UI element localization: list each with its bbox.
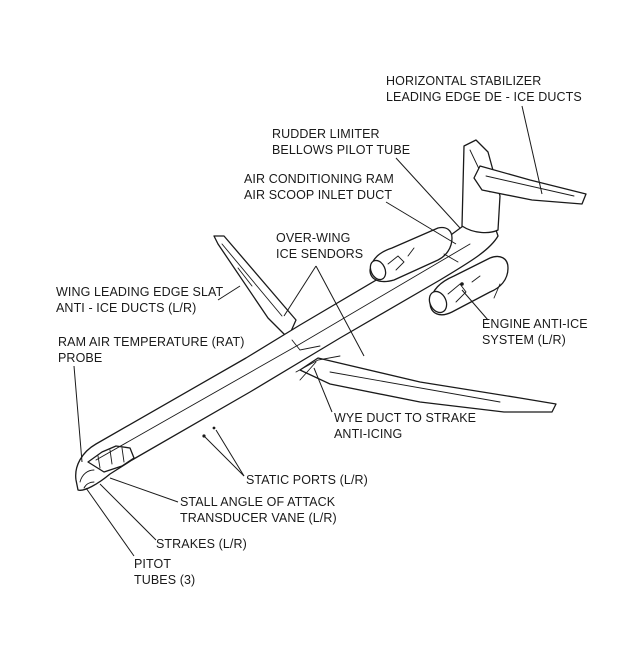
label-wing-slat: WING LEADING EDGE SLAT ANTI - ICE DUCTS … — [56, 285, 227, 315]
nose-cone — [79, 469, 95, 483]
fuselage — [75, 215, 499, 491]
right-wing — [299, 357, 557, 413]
label-static-ports: STATIC PORTS (L/R) — [246, 473, 368, 487]
label-rat-probe: RAM AIR TEMPERATURE (RAT) PROBE — [58, 335, 248, 365]
label-strakes: STRAKES (L/R) — [156, 537, 247, 551]
left-engine — [369, 226, 453, 283]
left-wing — [213, 235, 297, 339]
label-over-wing: OVER-WING ICE SENDORS — [276, 231, 363, 261]
label-pitot-tubes: PITOT TUBES (3) — [134, 557, 195, 587]
cockpit-windows — [87, 445, 135, 473]
right-engine — [428, 255, 509, 316]
leader-lines — [73, 105, 543, 557]
label-engine-anti-ice: ENGINE ANTI-ICE SYSTEM (L/R) — [482, 317, 591, 347]
label-stall-aoa: STALL ANGLE OF ATTACK TRANSDUCER VANE (L… — [180, 495, 339, 525]
label-hstab: HORIZONTAL STABILIZER LEADING EDGE DE - … — [386, 74, 582, 104]
label-rudder-limiter: RUDDER LIMITER BELLOWS PILOT TUBE — [272, 127, 410, 157]
label-air-conditioning: AIR CONDITIONING RAM AIR SCOOP INLET DUC… — [244, 172, 398, 202]
label-wye-duct: WYE DUCT TO STRAKE ANTI-ICING — [334, 411, 480, 441]
labels: HORIZONTAL STABILIZER LEADING EDGE DE - … — [56, 74, 591, 587]
aircraft-drawing — [75, 139, 587, 491]
horizontal-stabilizer — [473, 165, 587, 205]
